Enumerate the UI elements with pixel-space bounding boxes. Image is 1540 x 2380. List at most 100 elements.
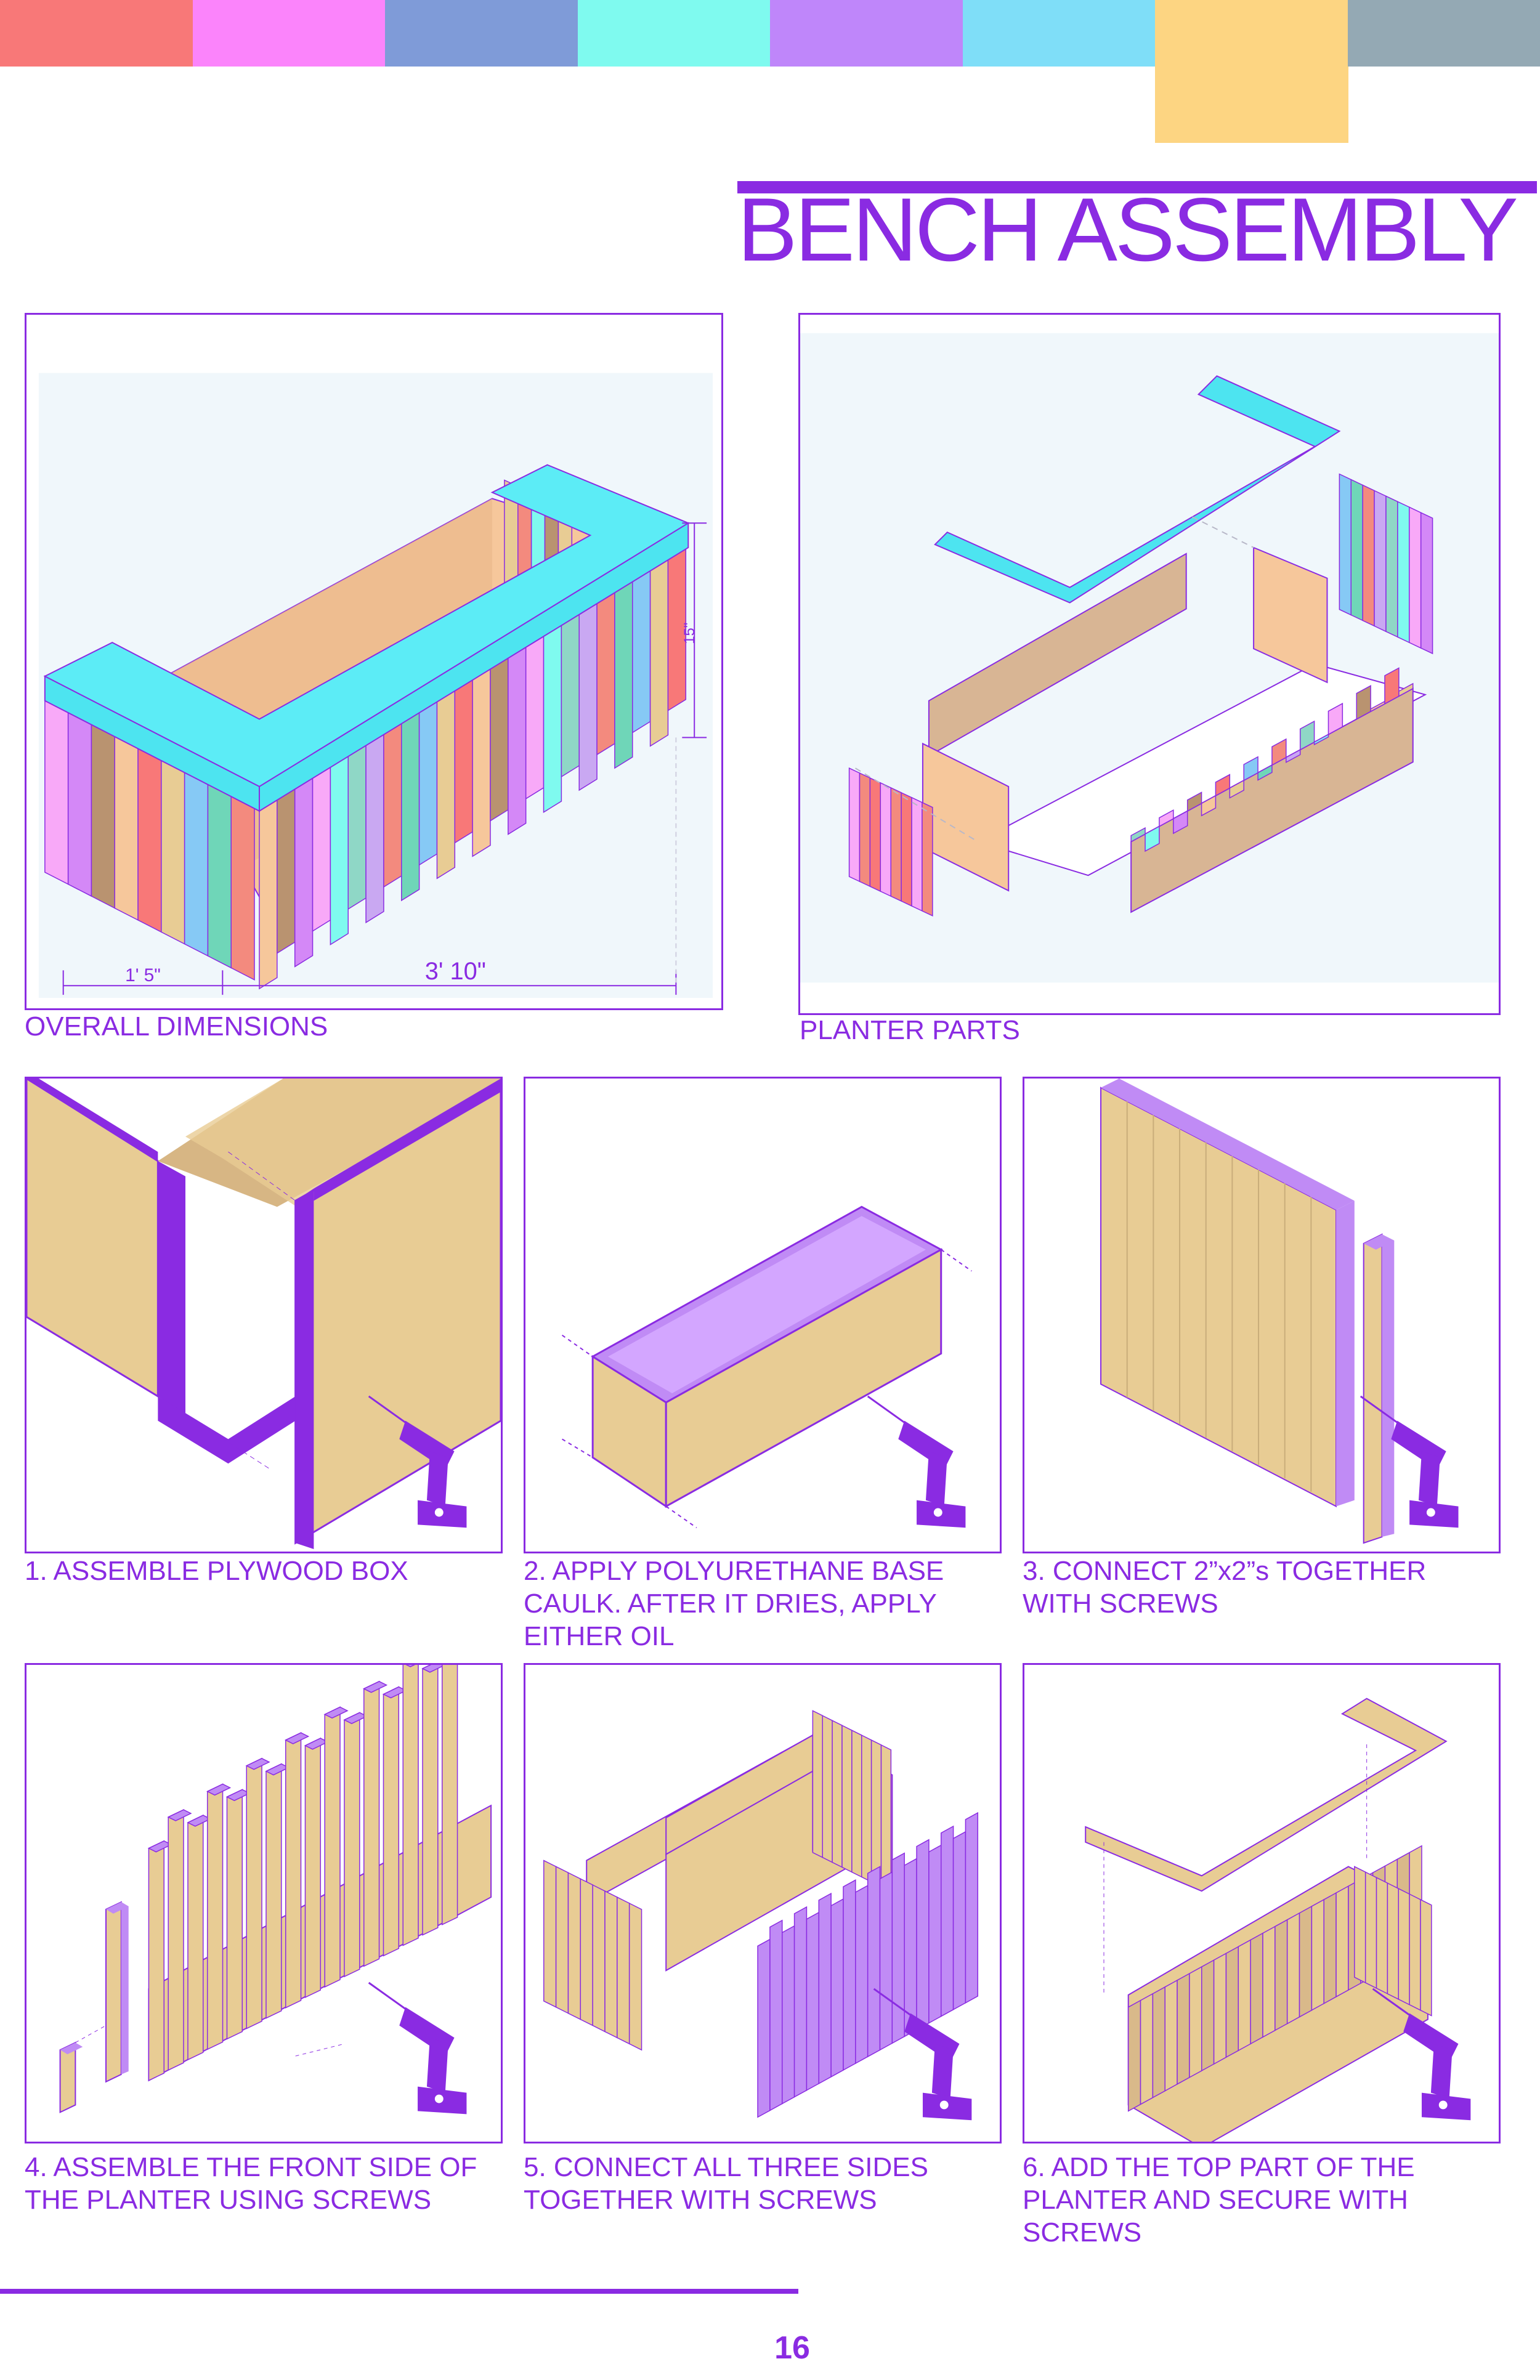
side-slat (851, 1729, 862, 1878)
page-title: BENCH ASSEMBLY (737, 179, 1518, 280)
side-slat (555, 1866, 569, 2014)
front-slat (441, 1665, 458, 1925)
planter-slat (859, 772, 871, 888)
bench-slat (312, 759, 331, 933)
planter-slat (1409, 1893, 1421, 2011)
top-part-assembly-illustration (1085, 1698, 1471, 2142)
planter-slat (1201, 1959, 1215, 2072)
footer-rule (0, 2289, 798, 2294)
step-1-caption: 1. ASSEMBLE PLYWOOD BOX (25, 1556, 408, 1586)
step-5-panel (524, 1663, 1002, 2143)
planter-parts-exploded-illustration (800, 333, 1499, 983)
front-side-assembly-illustration (59, 1665, 492, 2115)
front-slat (928, 1844, 942, 2024)
front-slat (206, 1783, 224, 2050)
slat-top (285, 1732, 310, 1744)
front-slat (285, 1731, 302, 2009)
planter-slat (1159, 809, 1174, 827)
bench-slat (614, 572, 633, 769)
planter-parts-panel (798, 313, 1501, 1015)
step-5-caption: 5. CONNECT ALL THREE SIDES TOGETHER WITH… (524, 2152, 928, 2215)
front-slat (843, 1879, 856, 2071)
planter-slat (1420, 1898, 1432, 2017)
planter-slat (1173, 810, 1188, 835)
color-swatch (577, 0, 771, 67)
planter-slat (1384, 667, 1400, 705)
bench-slat (596, 583, 615, 756)
step-6-panel (1023, 1663, 1501, 2143)
planter-slat (890, 787, 902, 902)
planter-slat (1164, 1979, 1178, 2092)
page-number: 16 (774, 2330, 810, 2366)
planter-slat (1398, 682, 1414, 697)
bench-slat (561, 605, 580, 778)
planter-slat (1229, 779, 1244, 799)
planter-slat (1189, 1965, 1202, 2079)
front-slat (265, 1763, 282, 2019)
color-swatch (1155, 0, 1348, 143)
color-swatch (385, 0, 578, 67)
front-slat (168, 1809, 184, 2071)
front-slat (891, 1852, 905, 2044)
front-slat (402, 1665, 419, 1946)
step-3-caption: 3. CONNECT 2”x2”s TOGETHER WITH SCREWS (1023, 1556, 1427, 1619)
front-slat (916, 1839, 930, 2031)
planter-slat (1387, 1882, 1400, 2000)
side-slat (880, 1744, 892, 1893)
bench-slat (294, 771, 314, 968)
planter-slat (1213, 1953, 1227, 2065)
front-slat (226, 1789, 243, 2040)
front-slat (806, 1911, 820, 2091)
planter-slat (1140, 1993, 1154, 2105)
front-slat (879, 1871, 893, 2051)
slat-top (363, 1680, 388, 1693)
front-slat (383, 1686, 400, 1957)
planter-slat (1250, 1932, 1263, 2045)
bench-slat (44, 687, 69, 885)
slat-top (323, 1706, 349, 1719)
bench-slat (472, 660, 491, 857)
bench-slat (632, 561, 651, 734)
front-slat (757, 1938, 771, 2118)
overall-dimensions-panel: 1' 5" 3' 10" 15" (25, 313, 723, 1010)
color-swatch (192, 0, 386, 67)
color-swatch (1347, 0, 1540, 67)
color-swatch (0, 0, 193, 67)
side-slat (604, 1890, 618, 2039)
bench-slat (330, 748, 349, 945)
front-slat (793, 1906, 808, 2098)
planter-slat (1313, 734, 1329, 746)
front-slat (304, 1737, 322, 1998)
side-slat (822, 1715, 833, 1863)
bench-slat (184, 759, 209, 957)
planter-slat (1238, 1939, 1251, 2052)
three-sides-assembly-illustration (543, 1710, 979, 2121)
side-slat (812, 1710, 823, 1858)
bench-slat (418, 694, 438, 866)
front-slat (187, 1814, 204, 2061)
planter-slat (880, 782, 891, 897)
side-slat (567, 1872, 582, 2020)
planter-parts-caption: PLANTER PARTS (800, 1015, 1020, 1045)
planter-slat (1152, 1986, 1165, 2099)
front-slat (422, 1665, 439, 1936)
slat-top (167, 1809, 192, 1821)
planter-slat (1186, 791, 1202, 812)
planter-slat (1335, 1885, 1349, 1998)
bench-slat (383, 716, 402, 888)
plywood-box-illustration (26, 1079, 501, 1550)
bench-slat (230, 783, 255, 981)
side-slat (832, 1720, 843, 1868)
bench-overview-illustration: 1' 5" 3' 10" 15" (38, 373, 713, 998)
front-slat (246, 1757, 262, 2030)
drill-icon (867, 1395, 966, 1528)
planter-slat (901, 791, 912, 907)
planter-slat (911, 796, 923, 912)
drill-icon (368, 1981, 467, 2115)
bench-slat (401, 705, 420, 902)
dim-height-label: 15" (681, 623, 698, 644)
bench-slat (490, 649, 509, 822)
planter-slat (1243, 756, 1258, 782)
planter-slat (1362, 484, 1375, 627)
planter-slat (1376, 1877, 1388, 1995)
